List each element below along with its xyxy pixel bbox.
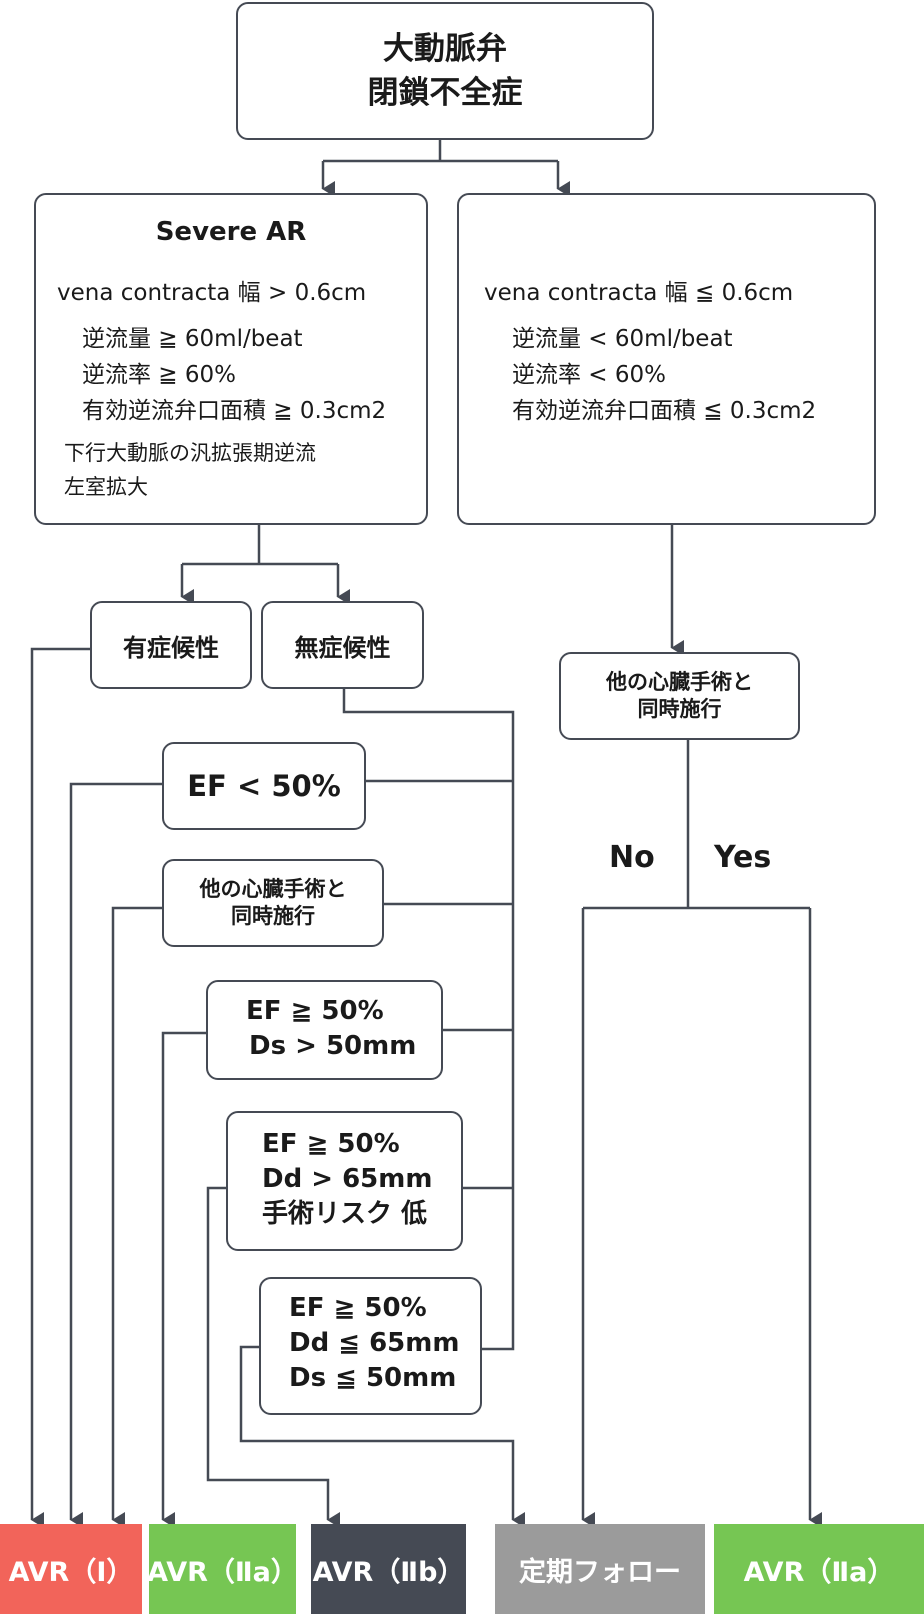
ef-ds-line-1: EF ≧ 50% (246, 996, 384, 1026)
title-box: 大動脈弁 閉鎖不全症 (236, 2, 654, 140)
arrow-efddds-to-follow (239, 1345, 525, 1528)
outcome-avr-1-label: AVR（Ⅰ） (8, 1556, 134, 1588)
outcome-avr-2a-left: AVR（Ⅱa） (147, 1524, 298, 1614)
non-severe-ar-box: vena contracta 幅 ≦ 0.6cm 逆流量 < 60ml/beat… (457, 193, 876, 525)
outcome-avr-1: AVR（Ⅰ） (0, 1524, 142, 1614)
severe-ar-title: Severe AR (155, 217, 307, 247)
ef-dd-risk-box: EF ≧ 50% Dd > 65mm 手術リスク 低 (226, 1111, 463, 1251)
outcome-regular-follow-up-label: 定期フォロー (519, 1556, 681, 1588)
ef-dd-risk-line-2: Dd > 65mm (262, 1164, 433, 1194)
outcome-regular-follow-up: 定期フォロー (495, 1524, 705, 1614)
ef-dd-risk-line-1: EF ≧ 50% (262, 1129, 400, 1159)
ef-dd-ds-line-2: Dd ≦ 65mm (289, 1328, 460, 1358)
other-surgery-left-line-1: 他の心臓手術と (199, 877, 347, 901)
mild-criterion-1: 逆流量 < 60ml/beat (512, 326, 733, 352)
ef-dd-ds-line-3: Ds ≦ 50mm (289, 1363, 457, 1393)
branch-yes-label: Yes (714, 840, 772, 875)
mild-vena-contracta: vena contracta 幅 ≦ 0.6cm (484, 280, 794, 306)
outcome-avr-2a-right-label: AVR（Ⅱa） (743, 1556, 895, 1588)
severe-ar-box: Severe AR vena contracta 幅 > 0.6cm 逆流量 ≧… (34, 193, 428, 525)
ef-lt-50-label: EF < 50% (187, 769, 341, 803)
title-line-1: 大動脈弁 (383, 31, 507, 67)
asymptomatic-label: 無症候性 (294, 633, 391, 662)
other-surgery-right-line-1: 他の心臓手術と (606, 670, 753, 694)
arrow-efds-to-avr2a (161, 1031, 206, 1528)
symptomatic-box: 有症候性 (90, 601, 252, 689)
ef-ds-line-2: Ds > 50mm (249, 1031, 417, 1061)
arrow-symptomatic-to-avr1 (30, 647, 90, 1528)
trunk-asymptomatic (342, 689, 515, 1351)
connector-no-yes (583, 740, 810, 910)
title-line-2: 閉鎖不全症 (367, 75, 523, 111)
severe-criterion-2: 逆流率 ≧ 60% (82, 362, 237, 388)
symptomatic-label: 有症候性 (123, 633, 219, 662)
other-surgery-right-box: 他の心臓手術と 同時施行 (559, 652, 800, 740)
outcome-avr-2b: AVR（Ⅱb） (311, 1524, 466, 1614)
ef-dd-ds-box: EF ≧ 50% Dd ≦ 65mm Ds ≦ 50mm (259, 1277, 482, 1415)
branch-no-label: No (609, 840, 655, 875)
other-surgery-left-box: 他の心臓手術と 同時施行 (162, 859, 384, 947)
connector-title (323, 140, 558, 163)
ef-lt-50-box: EF < 50% (162, 742, 366, 830)
arrow-efdd-to-avr2b (206, 1186, 340, 1528)
outcome-avr-2b-label: AVR（Ⅱb） (312, 1556, 465, 1588)
severe-extra-2: 左室拡大 (64, 475, 148, 499)
outcome-avr-2a-left-label: AVR（Ⅱa） (147, 1556, 298, 1588)
mild-criterion-3: 有効逆流弁口面積 ≦ 0.3cm2 (512, 398, 817, 424)
ef-dd-ds-line-1: EF ≧ 50% (289, 1293, 427, 1323)
connector-severe (182, 525, 338, 566)
mild-criterion-2: 逆流率 < 60% (512, 362, 667, 388)
asymptomatic-box: 無症候性 (261, 601, 424, 689)
arrow-ef-to-avr1 (69, 782, 162, 1528)
severe-vena-contracta: vena contracta 幅 > 0.6cm (57, 280, 367, 306)
other-surgery-left-line-2: 同時施行 (231, 904, 315, 928)
arrow-other-to-avr1 (111, 906, 162, 1528)
severe-criterion-1: 逆流量 ≧ 60ml/beat (82, 326, 303, 352)
severe-criterion-3: 有効逆流弁口面積 ≧ 0.3cm2 (82, 398, 387, 424)
severe-extra-1: 下行大動脈の汎拡張期逆流 (64, 441, 316, 465)
ef-ds-box: EF ≧ 50% Ds > 50mm (206, 980, 443, 1080)
outcome-avr-2a-right: AVR（Ⅱa） (714, 1524, 924, 1614)
ef-dd-risk-line-3: 手術リスク 低 (262, 1199, 428, 1229)
other-surgery-right-line-2: 同時施行 (637, 697, 722, 721)
